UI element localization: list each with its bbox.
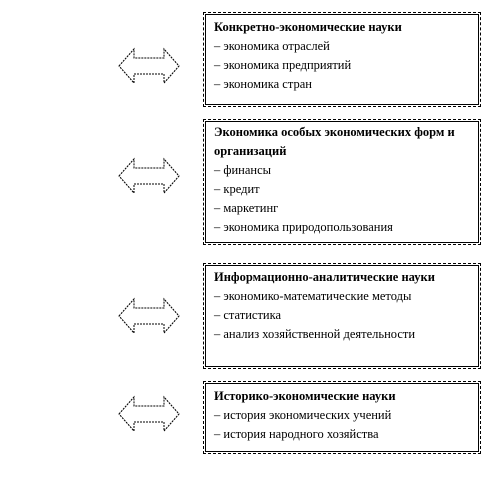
science-group-informational-analytical: Информационно-аналитические науки – экон…: [203, 263, 481, 369]
double-arrow-icon: [118, 395, 180, 433]
double-arrow-icon: [118, 297, 180, 335]
list-item: – статистика: [214, 308, 282, 322]
double-arrow-icon: [118, 157, 180, 195]
list-item: – кредит: [214, 182, 260, 196]
science-group-historical-economic: Историко-экономические науки – история э…: [203, 381, 481, 454]
list-item: – экономика отраслей: [214, 39, 330, 53]
science-group-special-forms: Экономика особых экономических форм и ор…: [203, 119, 481, 245]
list-item: – экономика стран: [214, 77, 312, 91]
list-item: – финансы: [214, 163, 272, 177]
group-title: Информационно-аналитические науки: [214, 270, 435, 284]
list-item: – история экономических учений: [214, 408, 392, 422]
list-item: – анализ хозяйственной деятельности: [214, 327, 416, 341]
list-item: – история народного хозяйства: [214, 427, 379, 441]
group-title: Историко-экономические науки: [214, 389, 396, 403]
science-group-concrete-economic: Конкретно-экономические науки – экономик…: [203, 12, 481, 107]
list-item: – экономика предприятий: [214, 58, 352, 72]
double-arrow-icon: [118, 47, 180, 85]
list-item: – экономика природопользования: [214, 220, 393, 234]
list-item: – экономико-математические методы: [214, 289, 412, 303]
list-item: – маркетинг: [214, 201, 279, 215]
group-title: Экономика особых экономических форм и ор…: [214, 125, 455, 158]
group-title: Конкретно-экономические науки: [214, 20, 402, 34]
